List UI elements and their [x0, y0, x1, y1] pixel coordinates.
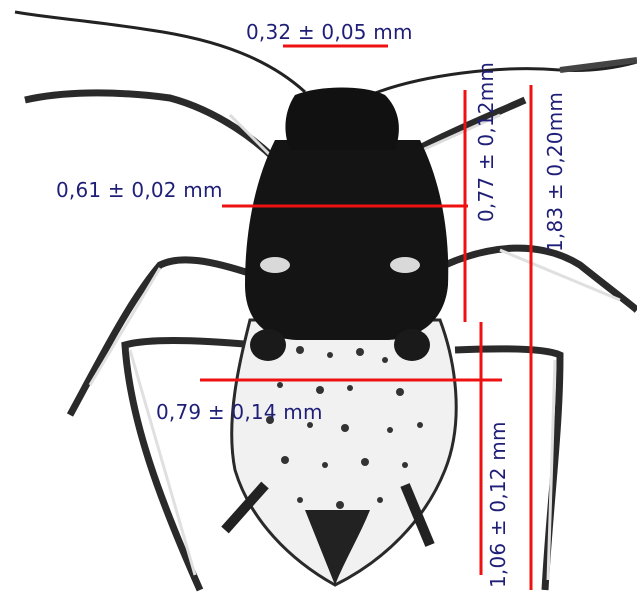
head-width-label: 0,32 ± 0,05 mm — [246, 22, 413, 42]
head-thorax-length-label: 0,77 ± 0,12mm — [476, 62, 496, 222]
thorax-width-label: 0,61 ± 0,02 mm — [56, 180, 223, 200]
total-length-label: 1,83 ± 0,20mm — [545, 92, 565, 252]
abdomen-length-label: 1,06 ± 0,12 mm — [488, 421, 508, 588]
abdomen-width-label: 0,79 ± 0,14 mm — [156, 402, 323, 422]
